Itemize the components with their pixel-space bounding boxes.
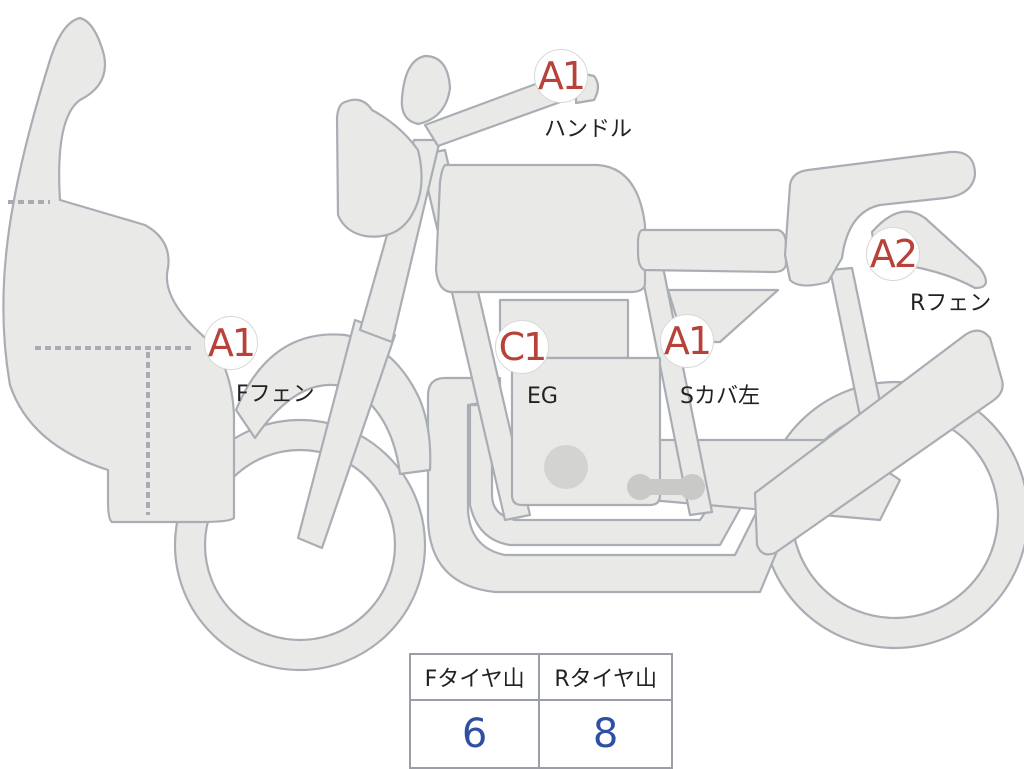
swingarm xyxy=(753,329,1004,556)
exhaust-pipe xyxy=(426,376,792,594)
fuel-tank xyxy=(434,163,647,294)
front-tire-tread-value: 6 xyxy=(408,699,541,769)
rear-tire-header: Rタイヤ山 xyxy=(538,653,673,701)
part-label-rear-fender: Rフェン xyxy=(910,291,992,316)
rear-tire-tread-value: 8 xyxy=(538,699,673,769)
footrest xyxy=(627,474,705,500)
part-label-handle: ハンドル xyxy=(544,117,633,142)
headlight xyxy=(335,98,423,238)
front-tire-header: Fタイヤ山 xyxy=(408,653,541,701)
front-wheel xyxy=(173,418,427,672)
tire-tread-table: Fタイヤ山 Rタイヤ山 6 8 xyxy=(408,653,673,769)
grade-badge-rear-fender[interactable]: A2 xyxy=(866,227,920,281)
part-label-engine: EG xyxy=(527,384,558,409)
grade-badge-handle[interactable]: A1 xyxy=(534,49,588,103)
part-label-side-cover-left: Sカバ左 xyxy=(680,384,760,409)
engine-cover-circle xyxy=(544,445,588,489)
grade-badge-engine[interactable]: C1 xyxy=(495,320,549,374)
fairing xyxy=(2,16,236,524)
mirror xyxy=(400,54,452,126)
seat-front xyxy=(636,228,788,274)
grade-badge-side-cover-left[interactable]: A1 xyxy=(660,314,714,368)
part-label-front-fender: Fフェン xyxy=(236,382,315,407)
seat-rear-cowl xyxy=(783,150,977,287)
grade-badge-front-fender[interactable]: A1 xyxy=(204,316,258,370)
